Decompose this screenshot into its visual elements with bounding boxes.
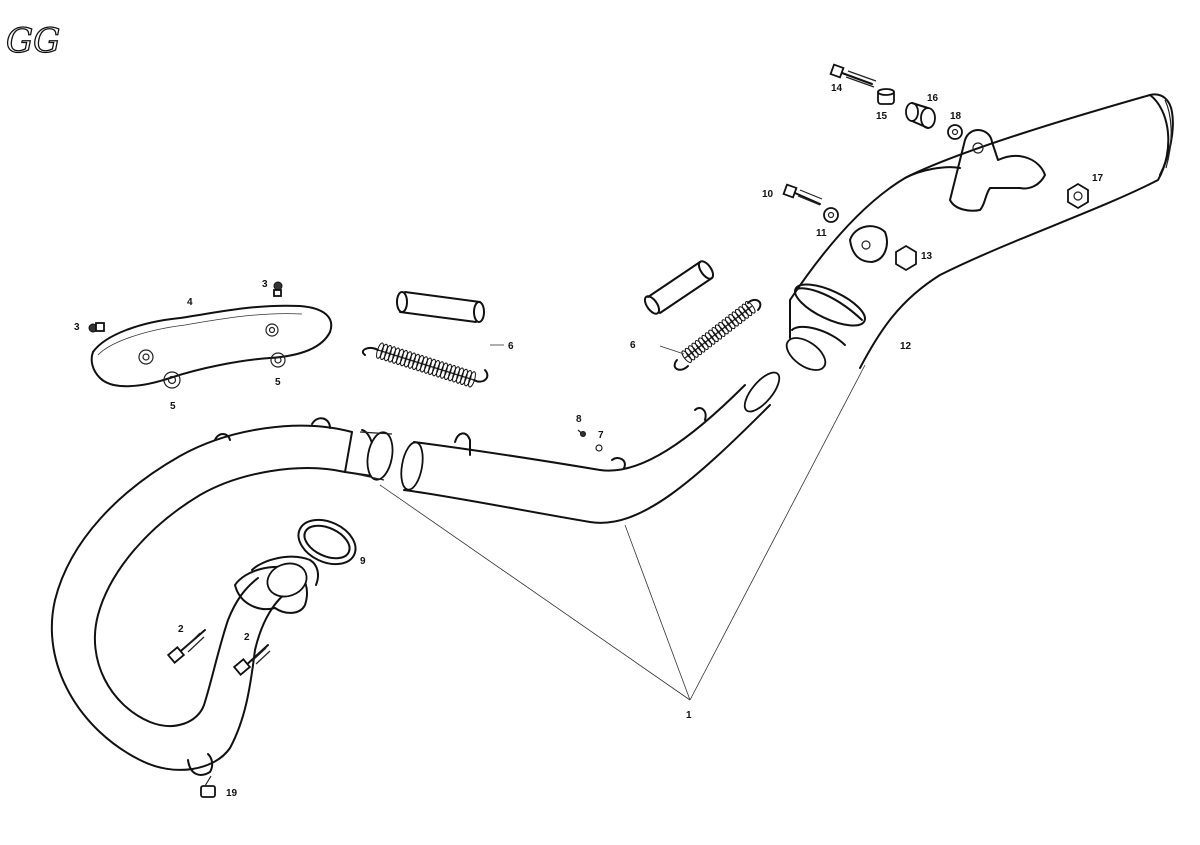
spring-coil <box>424 357 432 374</box>
bolt-2-left <box>166 629 206 664</box>
spring-coil <box>392 347 400 364</box>
spring-coil <box>694 340 706 353</box>
spring-coil <box>384 344 392 362</box>
gasket-ring <box>297 518 357 566</box>
spring-coil <box>452 366 460 383</box>
callout-2-right: 2 <box>244 632 250 643</box>
spring-left <box>361 342 489 388</box>
spring-coil <box>708 329 719 343</box>
callout-18: 18 <box>950 111 962 122</box>
spring-coil <box>440 362 448 379</box>
spacer-15 <box>877 88 895 105</box>
spring-coil <box>691 342 702 356</box>
spring-coil <box>711 327 723 340</box>
callout-4: 4 <box>187 297 193 308</box>
spring-coil <box>448 364 456 382</box>
bolt-2-right <box>232 644 271 676</box>
spring-coil <box>735 308 746 322</box>
spring-coil <box>404 351 412 368</box>
screw-3-left <box>88 322 105 333</box>
callout-9: 9 <box>360 556 366 567</box>
spring-coil <box>731 311 743 324</box>
spring-coil <box>376 342 384 359</box>
callout-labels: 1 2 2 3 3 4 5 5 6 6 7 8 9 10 11 12 13 14… <box>74 83 1104 799</box>
spring-coil <box>456 367 464 384</box>
spring-coil <box>444 363 452 381</box>
bolt-10 <box>782 183 823 206</box>
callout-12: 12 <box>900 341 912 352</box>
leader-lines-1 <box>379 344 866 701</box>
spring-coil <box>416 354 424 372</box>
callout-10: 10 <box>762 189 774 200</box>
spring-coil <box>432 359 440 377</box>
spring-coil <box>436 361 444 378</box>
bolt-19 <box>200 775 216 798</box>
callout-8: 8 <box>576 414 582 425</box>
springR-coils <box>681 301 756 363</box>
washer-18 <box>947 124 963 140</box>
callout-6-right: 6 <box>630 340 636 351</box>
spring-coil <box>464 369 472 387</box>
spring-right <box>673 299 762 371</box>
callout-5-left: 5 <box>170 401 176 412</box>
spring-coil <box>388 346 396 363</box>
callout-3-top: 3 <box>262 279 268 290</box>
spring-coil <box>704 332 716 345</box>
callout-17: 17 <box>1092 173 1104 184</box>
spring-coil <box>698 337 709 350</box>
spring-coil <box>684 347 696 361</box>
brand-logo-text: GG <box>6 21 60 61</box>
spring-coil <box>468 371 476 388</box>
header-pipe-front <box>50 417 394 776</box>
silencer <box>785 93 1174 371</box>
callout-16: 16 <box>927 93 939 104</box>
callout-1: 1 <box>686 710 692 721</box>
spring-coil <box>728 314 739 327</box>
heat-shield <box>88 281 333 389</box>
screw-3-top <box>273 281 283 297</box>
washer-11 <box>823 207 839 223</box>
spring-coil <box>380 343 388 361</box>
spring-coil <box>688 345 699 358</box>
spring-coil <box>724 316 736 330</box>
spring-coil <box>400 349 408 367</box>
spring-coil <box>428 358 436 376</box>
callout-14: 14 <box>831 83 843 94</box>
callout-6-left: 6 <box>508 341 514 352</box>
spring-coil <box>714 324 726 337</box>
brand-logo: GG <box>5 20 61 61</box>
spring-coil <box>745 301 756 314</box>
callout-5-right: 5 <box>275 377 281 388</box>
nut-7 <box>595 444 603 452</box>
spring-coil <box>741 303 753 317</box>
callout-3-left: 3 <box>74 322 80 333</box>
bolt-14 <box>829 63 877 88</box>
clamp-screw-8 <box>577 429 586 437</box>
callout-15: 15 <box>876 111 888 122</box>
spring-coil <box>420 356 428 373</box>
header-pipe-middle <box>400 371 781 524</box>
callout-7: 7 <box>598 430 604 441</box>
callout-13: 13 <box>921 251 933 262</box>
spring-coil <box>412 353 420 371</box>
spring-coil <box>681 350 692 363</box>
spring-coil <box>701 334 713 348</box>
callout-11: 11 <box>816 228 827 239</box>
spring-coil <box>738 306 749 319</box>
grommet-16 <box>905 102 936 129</box>
spring-coil <box>396 348 404 366</box>
sleeve-tube-right <box>643 260 715 315</box>
sleeve-tube-left <box>396 291 485 323</box>
spring-coil <box>460 368 468 386</box>
spring-coil <box>721 319 733 332</box>
spring-coil <box>718 321 729 335</box>
springL-coils <box>376 342 476 388</box>
callout-19: 19 <box>226 788 238 799</box>
spring-coil <box>408 352 416 369</box>
callout-2-left: 2 <box>178 624 184 635</box>
